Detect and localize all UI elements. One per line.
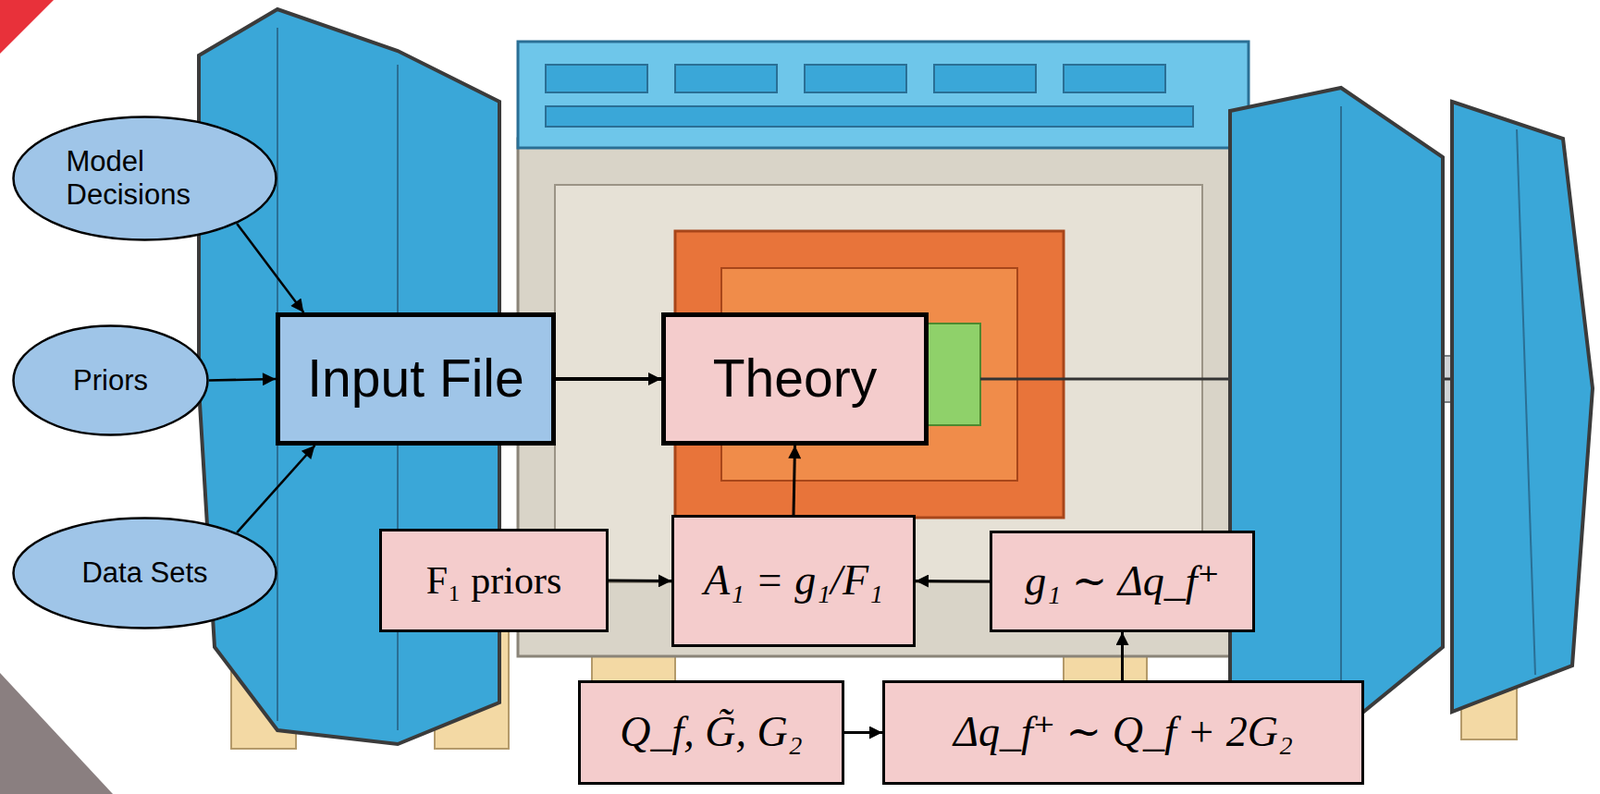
muon-chamber-segments [545, 64, 1194, 127]
node-label: Data Sets [81, 556, 208, 591]
process-box: Δq_f⁺ ∼ Q_f + 2G₂ [882, 680, 1365, 786]
process-box: g₁ ∼ Δq_f⁺ [989, 530, 1256, 633]
node-label: Model Decisions [66, 145, 224, 211]
arrow-connector [844, 731, 883, 735]
barrel-body [517, 138, 1249, 657]
node-label: F₁ priors [426, 558, 563, 604]
node-label: Theory [713, 348, 877, 410]
end-cap [1230, 87, 1443, 731]
process-box: Theory [661, 312, 929, 446]
node-label: g₁ ∼ Δq_f⁺ [1024, 557, 1220, 607]
muon-chambers [517, 41, 1249, 148]
input-ellipse: Priors [12, 324, 210, 437]
process-box: A₁ = g₁/F₁ [671, 515, 916, 648]
corner-accent [0, 0, 54, 54]
process-box: F₁ priors [379, 529, 609, 633]
end-cap [1452, 101, 1593, 713]
arrow-connector [236, 223, 304, 313]
node-label: Input File [307, 348, 524, 410]
node-label: Δq_f⁺ ∼ Q_f + 2G₂ [953, 708, 1293, 758]
arrow-connector [236, 445, 315, 533]
end-cap-segments [277, 27, 1536, 731]
input-ellipse: Data Sets [12, 516, 278, 630]
arrow-connector [793, 445, 796, 516]
arrow-connector [608, 579, 672, 584]
arrow-connector [915, 579, 990, 584]
arrow-connector [209, 379, 276, 382]
arrow-connector [1120, 632, 1124, 681]
node-label: Q_f, G̃, G₂ [619, 708, 802, 758]
process-box: Input File [275, 312, 556, 446]
input-ellipse: Model Decisions [12, 115, 278, 242]
arrow-connector [555, 377, 662, 382]
node-label: Priors [73, 364, 148, 398]
node-label: A₁ = g₁/F₁ [703, 556, 884, 606]
corner-accent [0, 673, 113, 794]
calorimeter [675, 231, 1064, 518]
process-box: Q_f, G̃, G₂ [578, 680, 845, 786]
